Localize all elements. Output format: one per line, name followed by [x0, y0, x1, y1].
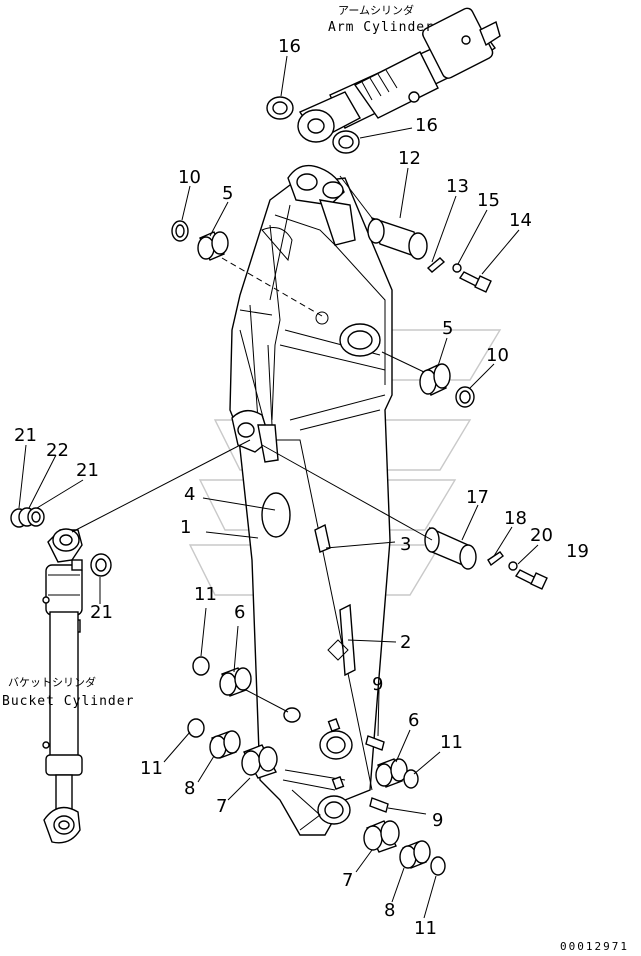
shim-16-right-hole: [338, 135, 354, 149]
bushing-5-right: [419, 363, 451, 396]
part-callouts: 16 16 12 10 5 13 15 14 5 10 21 22 21 4 1…: [14, 36, 589, 939]
callout-9: 9: [372, 674, 383, 695]
document-number: 00012971: [560, 940, 629, 953]
ring-11-lower-left: [187, 718, 205, 738]
callout-10: 10: [178, 167, 201, 188]
callout-10: 10: [486, 345, 509, 366]
grease-fitting-9-upper: [365, 735, 385, 751]
callout-6: 6: [408, 710, 419, 731]
callout-13: 13: [446, 176, 469, 197]
arm-cylinder: [297, 7, 501, 143]
callout-11: 11: [440, 732, 463, 753]
callout-11: 11: [414, 918, 437, 939]
bucket-cylinder: [42, 528, 83, 844]
callout-2: 2: [400, 632, 411, 653]
bushing-7-left: [241, 744, 278, 779]
callout-21: 21: [90, 602, 113, 623]
callout-7: 7: [216, 796, 227, 817]
callout-7: 7: [342, 870, 353, 891]
bolt-14: [458, 271, 492, 293]
callout-1: 1: [180, 517, 191, 538]
shim-21-lower-hole: [95, 558, 107, 572]
callout-17: 17: [466, 487, 489, 508]
callout-8: 8: [184, 778, 195, 799]
ring-10-right-hole: [459, 390, 471, 404]
callout-18: 18: [504, 508, 527, 529]
callout-21: 21: [14, 425, 37, 446]
callout-15: 15: [477, 190, 500, 211]
callout-12: 12: [398, 148, 421, 169]
callout-9: 9: [432, 810, 443, 831]
callout-5: 5: [222, 183, 233, 204]
bushing-6-right: [375, 758, 408, 788]
bushing-7-bottom: [363, 820, 400, 853]
ring-11-left: [192, 656, 210, 676]
callout-8: 8: [384, 900, 395, 921]
bushing-6-left: [219, 667, 252, 697]
callout-11: 11: [194, 584, 217, 605]
callout-20: 20: [530, 525, 553, 546]
washer-20: [508, 561, 518, 571]
plate-13: [426, 257, 446, 273]
arm-cylinder-label-en: Arm Cylinder: [328, 20, 434, 35]
plate-18: [487, 551, 504, 567]
arm-cylinder-label-jp: アームシリンダ: [338, 3, 414, 17]
bushing-8-bottom: [399, 840, 431, 869]
leader-lines: [18, 55, 539, 919]
arm-body: [229, 164, 393, 836]
callout-22: 22: [46, 440, 69, 461]
bushing-8-left: [209, 730, 241, 759]
callout-11: 11: [140, 758, 163, 779]
pin-12: [367, 216, 428, 260]
callout-16: 16: [415, 115, 438, 136]
callout-19: 19: [566, 541, 589, 562]
callout-14: 14: [509, 210, 532, 231]
bushing-5-top: [197, 231, 229, 261]
shim-16-top-hole: [272, 101, 288, 115]
assembly-lines: [71, 175, 433, 713]
ring-11-right: [403, 769, 419, 789]
callout-21: 21: [76, 460, 99, 481]
washer-15: [452, 263, 462, 273]
seal-stack-21-22: [10, 507, 45, 528]
bucket-cylinder-label-jp: バケットシリンダ: [8, 675, 96, 689]
callout-6: 6: [234, 602, 245, 623]
grease-fitting-9-lower: [369, 797, 389, 813]
callout-4: 4: [184, 484, 195, 505]
callout-3: 3: [400, 534, 411, 555]
bucket-cylinder-label-en: Bucket Cylinder: [2, 694, 134, 709]
callout-5: 5: [442, 318, 453, 339]
callout-16: 16: [278, 36, 301, 57]
pin-17: [424, 526, 477, 570]
ring-11-bottom: [430, 856, 446, 876]
ring-10-top-hole: [175, 224, 185, 238]
bolt-19: [514, 569, 548, 590]
